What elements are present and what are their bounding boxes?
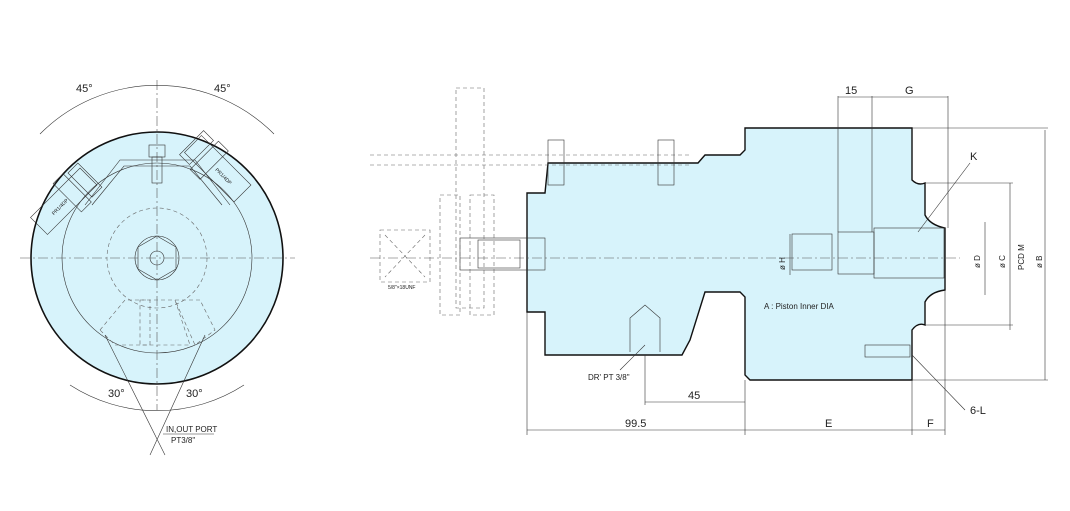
dim-f: F (927, 418, 934, 430)
drain-label: DR' PT 3/8" (588, 373, 630, 382)
dim-6-l: 6-L (970, 405, 986, 417)
angle-label-30-right: 30° (186, 388, 203, 400)
dim-d: ø D (973, 255, 982, 268)
angle-label-30-left: 30° (108, 388, 125, 400)
angle-label-45-right: 45° (214, 83, 231, 95)
port-label: IN,OUT PORT (166, 425, 217, 434)
piston-inner (791, 233, 833, 271)
drain-port (629, 304, 661, 352)
port-hidden-right (174, 299, 216, 346)
cylinder-body-section (526, 127, 946, 381)
port-hidden-left (99, 299, 151, 346)
dim-g: G (905, 85, 914, 97)
bolt-left (547, 139, 565, 186)
angle-label-45-left: 45° (76, 83, 93, 95)
dim-c: ø C (998, 255, 1007, 268)
side-view: 5/8"×18UNF A : Piston Inner DIA 45 DR' P… (370, 85, 1048, 435)
dim-h: ø H (778, 257, 787, 270)
thread-label: 5/8"×18UNF (388, 285, 415, 291)
piston-note: A : Piston Inner DIA (764, 302, 834, 311)
hydraulic-pipe (84, 159, 231, 206)
dim-45: 45 (688, 390, 700, 402)
valve-hidden (455, 87, 485, 309)
angle-arc-bottom (69, 384, 245, 412)
dim-e: E (825, 418, 832, 430)
dim-15: 15 (845, 85, 857, 97)
dim-b: ø B (1035, 256, 1044, 268)
nut-hidden (379, 229, 431, 283)
dim-k: K (970, 151, 978, 163)
piston-head (873, 227, 945, 279)
port-hidden-center (139, 299, 191, 346)
port-size-label: PT3/8" (171, 436, 195, 445)
angle-arc-top (39, 85, 275, 135)
mounting-hole (864, 344, 911, 358)
dim-99-5: 99.5 (625, 418, 646, 430)
dim-pcd-m: PCD M (1017, 244, 1026, 270)
bolt-right (657, 139, 675, 186)
front-view: PR1/4DP PR1/4DP 45° 45° 30° 30° IN,OUT P… (20, 80, 295, 456)
